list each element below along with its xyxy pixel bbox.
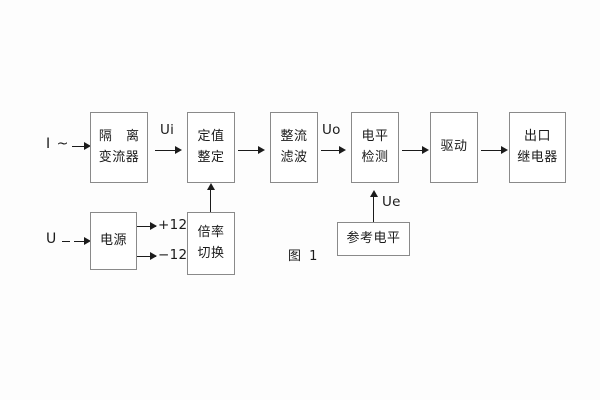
signal-label-uo: Uo [322,122,341,138]
block-rectify-filter-line2: 滤波 [280,149,308,165]
block-reference-level-line1: 参考电平 [346,230,401,246]
connector-ratio-to-setting-line [210,188,211,212]
connector-ui-line [155,150,179,151]
block-power-supply[interactable]: 电源 [90,212,137,270]
connector-voltage-dash [62,241,70,242]
block-output-relay-line2: 继电器 [517,149,558,165]
block-setting-adjust-line1: 定值 [197,129,225,145]
block-rectify-filter[interactable]: 整流 滤波 [270,112,318,183]
arrowhead-level-to-drive [422,146,429,154]
arrowhead-uo [339,146,346,154]
connector-ue-line [373,196,374,222]
connector-voltage-input-line [74,241,88,242]
arrowhead-drive-to-relay [501,146,508,154]
signal-label-ui: Ui [160,122,175,138]
block-rectify-filter-line1: 整流 [280,129,308,145]
block-power-supply-line1: 电源 [99,232,127,248]
rail-label-negative: −12V [158,247,197,263]
block-level-detect-line2: 检测 [361,149,389,165]
connector-negative-rail-line [137,256,156,257]
block-drive[interactable]: 驱动 [430,112,478,183]
connector-level-to-drive-line [402,150,426,151]
connector-current-input-line [72,146,88,147]
connector-uo-line [321,150,343,151]
arrowhead-ui [175,146,182,154]
block-ratio-switch[interactable]: 倍率 切换 [187,212,235,275]
arrowhead-positive-rail [150,222,157,230]
arrowhead-setting-to-rectify [258,146,265,154]
rail-label-positive: +12V [158,217,197,233]
block-isolation-transformer-line2: 变流器 [98,149,140,165]
block-output-relay-line1: 出口 [523,129,551,145]
arrowhead-ratio-to-setting [207,183,215,190]
block-setting-adjust-line2: 整定 [197,149,225,165]
connector-setting-to-rectify-line [238,150,262,151]
block-setting-adjust[interactable]: 定值 整定 [187,112,235,183]
block-level-detect[interactable]: 电平 检测 [351,112,399,183]
figure-caption: 图 1 [288,249,320,264]
input-label-voltage: U [46,231,58,247]
block-ratio-switch-line1: 倍率 [197,225,225,241]
block-drive-line1: 驱动 [440,139,468,155]
block-level-detect-line1: 电平 [361,129,389,145]
arrowhead-negative-rail [150,252,157,260]
signal-label-ue: Ue [382,194,401,210]
block-ratio-switch-line2: 切换 [197,245,225,261]
block-isolation-transformer[interactable]: 隔 离 变流器 [90,112,148,183]
arrowhead-current-input [84,142,91,150]
input-label-current: I ~ [46,136,70,152]
block-reference-level[interactable]: 参考电平 [337,222,410,256]
block-output-relay[interactable]: 出口 继电器 [509,112,566,183]
arrowhead-ue [370,190,378,197]
arrowhead-voltage-input [84,237,91,245]
connector-drive-to-relay-line [481,150,505,151]
connector-positive-rail-line [137,226,156,227]
block-isolation-transformer-line1: 隔 离 [98,129,145,145]
